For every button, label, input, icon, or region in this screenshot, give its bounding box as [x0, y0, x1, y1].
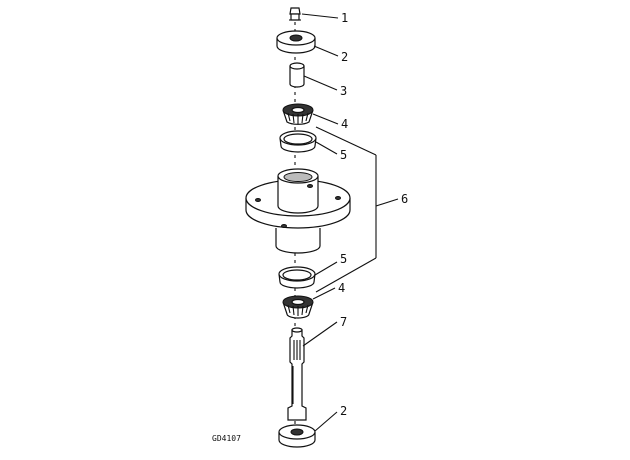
part-seal-washer-bottom — [278, 424, 316, 448]
part-bearing-cup-upper — [279, 130, 317, 153]
part-grease-fitting — [289, 7, 301, 21]
callout-1: 1 — [341, 11, 348, 25]
callout-5-lower: 5 — [340, 252, 347, 266]
callout-labels: 1 2 3 4 5 6 5 4 7 2 GD4107 — [212, 11, 408, 443]
callout-7: 7 — [340, 315, 347, 329]
leader-lines — [301, 13, 399, 432]
callout-3: 3 — [340, 84, 347, 98]
callout-6: 6 — [401, 192, 408, 206]
part-seal-washer-top — [276, 30, 316, 54]
callout-4-lower: 4 — [338, 281, 345, 295]
callout-4-upper: 4 — [341, 117, 348, 131]
part-bearing-cone-lower — [282, 295, 314, 319]
part-spindle-housing — [245, 168, 351, 254]
callout-2-bottom: 2 — [340, 404, 347, 418]
figure-code: GD4107 — [212, 434, 241, 443]
callout-2-top: 2 — [341, 50, 348, 64]
part-bearing-cup-lower — [278, 266, 316, 289]
part-spindle-shaft — [287, 327, 307, 421]
part-bearing-cone-upper — [282, 103, 314, 125]
callout-5-upper: 5 — [340, 148, 347, 162]
part-spacer-sleeve — [289, 62, 305, 88]
